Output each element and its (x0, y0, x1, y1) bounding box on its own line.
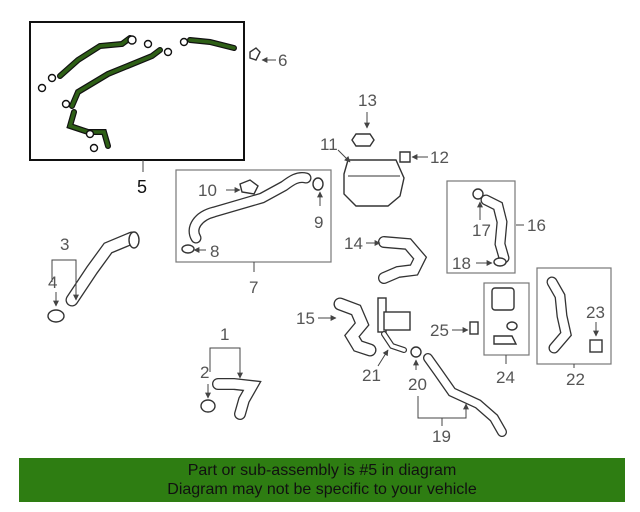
part-18-clamp[interactable] (493, 257, 507, 267)
part-23-connector[interactable] (589, 339, 603, 353)
part-8-clamp[interactable] (181, 244, 195, 254)
callout-5: 5 (137, 177, 147, 197)
part-5-highlight-box[interactable] (29, 21, 245, 161)
part-22-hose[interactable] (546, 276, 572, 354)
callout-3: 3 (60, 235, 69, 254)
callout-20: 20 (408, 375, 427, 394)
part-24-pump[interactable] (491, 287, 518, 345)
part-21-valve[interactable] (377, 297, 411, 353)
part-1-hose[interactable] (212, 378, 262, 420)
part-16-hose[interactable] (480, 194, 510, 264)
notice-line-1: Part or sub-assembly is #5 in diagram (187, 462, 457, 479)
callout-21: 21 (362, 366, 381, 385)
part-13-cap[interactable] (351, 133, 375, 147)
part-14-hose[interactable] (378, 236, 428, 284)
part-7-hose[interactable] (188, 172, 312, 244)
callout-6: 6 (278, 51, 287, 70)
callout-8: 8 (210, 242, 219, 261)
callout-18: 18 (452, 254, 471, 273)
callout-14: 14 (344, 234, 363, 253)
part-9-clamp[interactable] (312, 177, 324, 191)
callout-19: 19 (432, 427, 451, 446)
notice-line-2: Diagram may not be specific to your vehi… (167, 481, 477, 498)
callout-15: 15 (296, 309, 315, 328)
part-4-clamp[interactable] (47, 309, 65, 323)
notice-banner: Part or sub-assembly is #5 in diagram Di… (19, 458, 625, 502)
part-6-clip[interactable] (249, 47, 261, 61)
callout-22: 22 (566, 370, 585, 389)
part-2-clamp[interactable] (200, 399, 216, 413)
part-12-bolt[interactable] (399, 151, 411, 163)
callout-12: 12 (430, 148, 449, 167)
part-17-clamp[interactable] (472, 188, 484, 200)
part-15-hose[interactable] (333, 297, 377, 357)
callout-7: 7 (249, 278, 258, 297)
part-3-hose[interactable] (65, 231, 140, 307)
callout-11: 11 (320, 135, 338, 154)
callout-25: 25 (430, 321, 449, 340)
callout-4: 4 (48, 273, 57, 292)
part-19-pipe[interactable] (423, 353, 507, 437)
part-16-group-box (446, 180, 516, 274)
callout-13: 13 (358, 91, 377, 110)
callout-1: 1 (220, 325, 229, 344)
part-25-bolt[interactable] (469, 321, 479, 335)
callout-24: 24 (496, 368, 515, 387)
callout-2: 2 (200, 363, 209, 382)
callout-17: 17 (472, 221, 491, 240)
callout-23: 23 (586, 303, 605, 322)
part-10-sensor[interactable] (239, 179, 259, 195)
part-11-reservoir[interactable] (343, 159, 405, 207)
part-20-clamp[interactable] (410, 346, 422, 358)
callout-16: 16 (527, 216, 546, 235)
callout-10: 10 (198, 181, 217, 200)
callout-9: 9 (314, 213, 323, 232)
